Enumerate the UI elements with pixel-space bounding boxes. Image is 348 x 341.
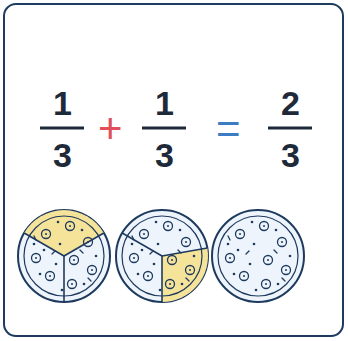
equals-sign: = (216, 108, 241, 150)
fraction-bar (142, 127, 186, 130)
frame (4, 4, 343, 336)
pizza-one-third (18, 210, 110, 302)
fraction-bar (40, 127, 84, 130)
pizza-whole (212, 210, 304, 302)
numerator: 2 (281, 86, 300, 120)
plus-sign: + (98, 108, 123, 150)
fraction-bar (268, 127, 312, 130)
numerator: 1 (53, 86, 72, 120)
denominator: 3 (53, 138, 72, 172)
denominator: 3 (281, 138, 300, 172)
pizza-one-third (116, 210, 208, 302)
numerator: 1 (155, 86, 174, 120)
denominator: 3 (155, 138, 174, 172)
